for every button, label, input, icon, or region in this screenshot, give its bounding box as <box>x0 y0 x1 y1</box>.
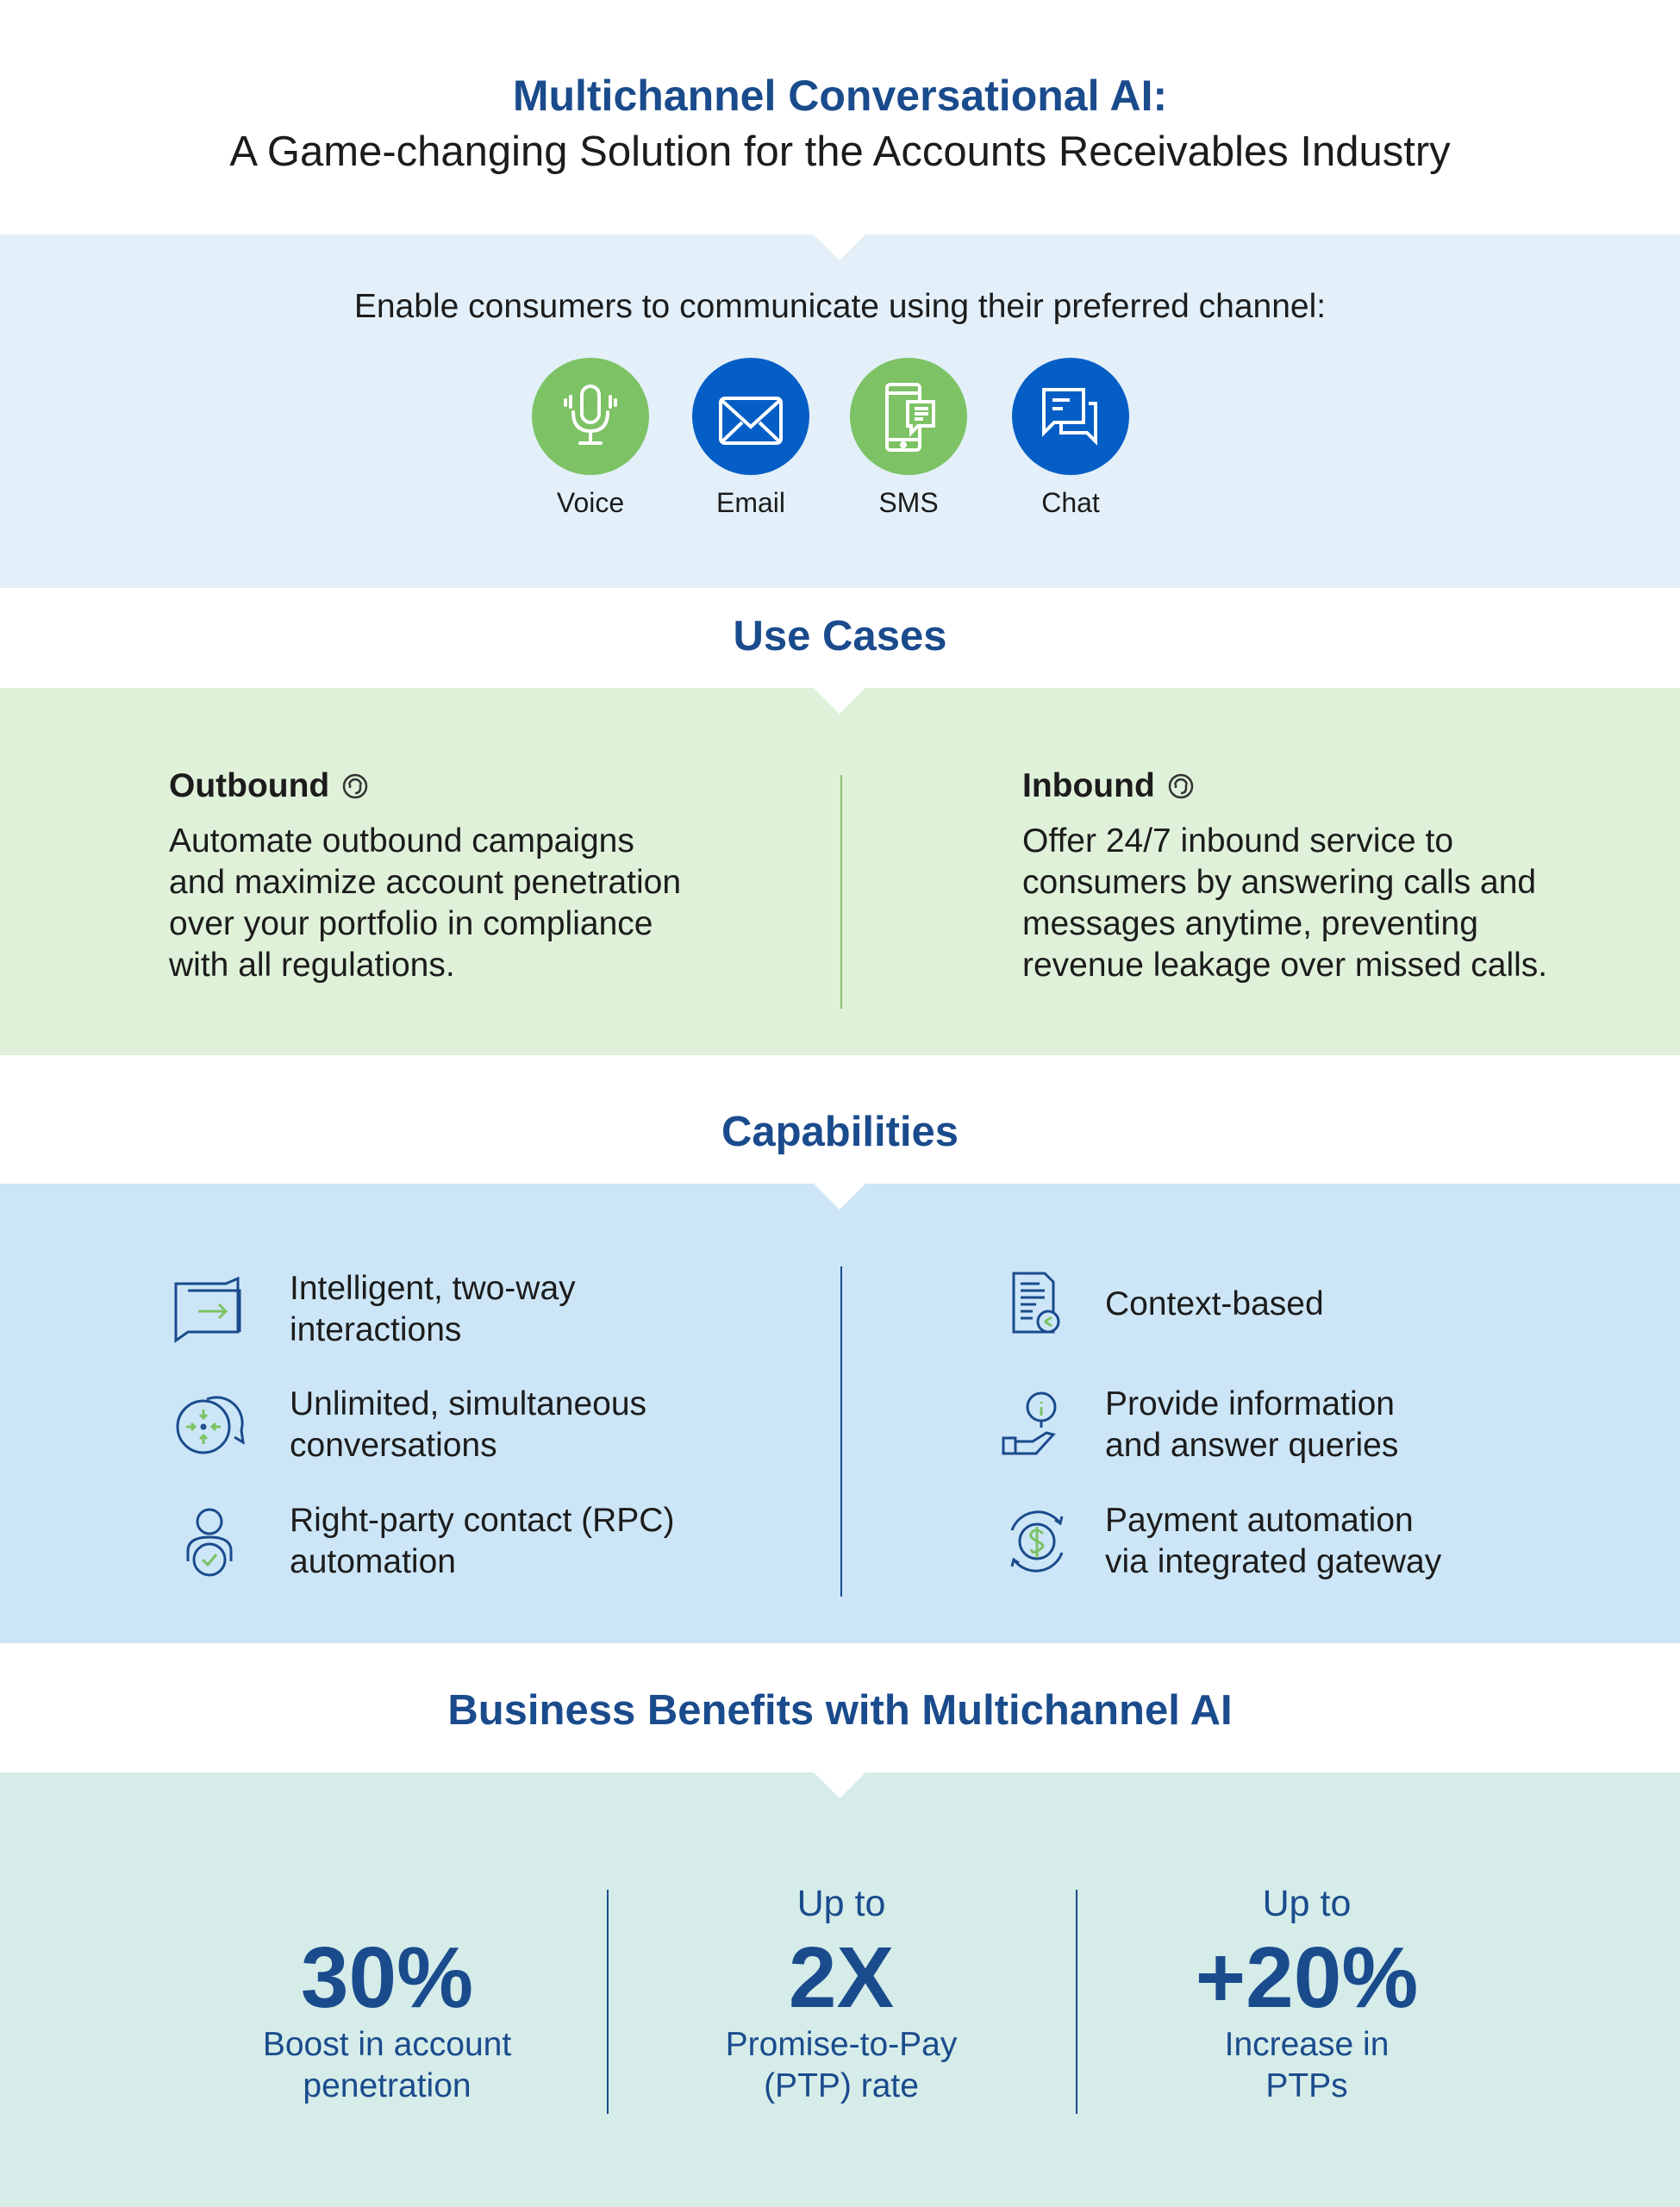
capability-text: via integrated gateway <box>1105 1543 1442 1580</box>
capability-text: interactions <box>290 1311 462 1348</box>
page-title: Multichannel Conversational AI: <box>512 72 1168 120</box>
benefits-heading: Business Benefits with Multichannel AI <box>447 1687 1233 1734</box>
benefit-item: Up to +20% Increase in PTPs <box>1126 1883 1488 2107</box>
divider <box>840 1266 842 1597</box>
benefit-label: penetration <box>303 2067 472 2104</box>
use-cases-section: Outbound Automate outbound campaigns and… <box>0 688 1680 1055</box>
headset-icon <box>1168 773 1194 799</box>
capability-text: Right-party contact (RPC) <box>290 1502 675 1539</box>
section-notch <box>814 234 865 260</box>
benefit-prefix: Up to <box>1262 1883 1352 1924</box>
outbound-title: Outbound <box>169 767 330 804</box>
benefit-value: 2X <box>788 1929 895 2026</box>
channels-section: Enable consumers to communicate using th… <box>0 234 1680 588</box>
channel-voice <box>532 358 649 475</box>
channel-sms <box>850 358 967 475</box>
phone-message-icon <box>885 383 935 452</box>
benefit-label: Boost in account <box>262 2026 512 2063</box>
benefit-item: Up to 2X Promise-to-Pay (PTP) rate <box>660 1883 1022 2107</box>
information-hand-icon <box>1002 1391 1057 1455</box>
divider <box>607 1890 609 2114</box>
verified-person-icon <box>186 1508 233 1577</box>
benefits-section: 30% Boost in account penetration Up to 2… <box>0 1772 1680 2207</box>
capability-text: Unlimited, simultaneous <box>290 1385 647 1422</box>
capability-item: Unlimited, simultaneous conversations <box>172 1384 646 1466</box>
capability-text: Provide information <box>1105 1385 1395 1422</box>
outbound-text: Automate outbound campaigns <box>169 822 634 860</box>
inbound-card: Inbound Offer 24/7 inbound service to co… <box>1022 767 1547 986</box>
capability-item: Intelligent, two-way interactions <box>172 1268 576 1351</box>
channel-email <box>692 358 809 475</box>
channels-intro: Enable consumers to communicate using th… <box>353 288 1327 325</box>
capability-item: Payment automation via integrated gateway <box>1000 1500 1441 1583</box>
channel-label: Email <box>715 487 785 518</box>
inbound-text: Offer 24/7 inbound service to <box>1022 822 1454 860</box>
microphone-icon <box>564 385 617 445</box>
channel-chat <box>1012 358 1129 475</box>
divider <box>1076 1890 1077 2114</box>
chat-bubbles-icon <box>1042 388 1097 446</box>
divider <box>840 775 842 1009</box>
inbound-text: consumers by answering calls and <box>1022 864 1537 901</box>
context-document-icon <box>1012 1272 1060 1334</box>
capability-text: conversations <box>290 1427 497 1464</box>
capability-item: Provide information and answer queries <box>1000 1384 1398 1466</box>
inbound-text: revenue leakage over missed calls. <box>1022 947 1548 984</box>
outbound-text: and maximize account penetration <box>169 864 682 901</box>
outbound-text: over your portfolio in compliance <box>169 905 653 942</box>
section-notch <box>814 1772 865 1798</box>
envelope-icon <box>719 397 783 445</box>
simultaneous-conversations-icon <box>176 1396 245 1454</box>
capabilities-heading: Capabilities <box>721 1109 959 1155</box>
capability-text: and answer queries <box>1105 1427 1399 1464</box>
capability-item: Context-based <box>1000 1270 1324 1339</box>
benefit-prefix: Up to <box>796 1883 886 1924</box>
section-notch <box>814 1184 865 1210</box>
use-cases-heading: Use Cases <box>733 613 947 660</box>
capability-text: automation <box>290 1543 456 1580</box>
capability-text: Payment automation <box>1105 1502 1414 1539</box>
channel-label: Chat <box>1041 487 1100 518</box>
benefit-label: Promise-to-Pay <box>725 2026 958 2063</box>
two-way-chat-icon <box>174 1276 241 1343</box>
page-subtitle: A Game-changing Solution for the Account… <box>229 128 1451 175</box>
capability-text: Intelligent, two-way <box>290 1270 576 1307</box>
payment-cycle-icon <box>1010 1510 1064 1572</box>
capability-text: Context-based <box>1105 1285 1324 1322</box>
benefit-label: Increase in <box>1224 2026 1390 2063</box>
inbound-text: messages anytime, preventing <box>1022 905 1478 942</box>
outbound-text: with all regulations. <box>169 947 455 984</box>
benefit-label: (PTP) rate <box>764 2067 919 2104</box>
benefit-value: +20% <box>1195 1929 1419 2026</box>
capability-item: Right-party contact (RPC) automation <box>172 1500 674 1583</box>
outbound-card: Outbound Automate outbound campaigns and… <box>169 767 681 986</box>
benefit-item: 30% Boost in account penetration <box>206 1883 568 2107</box>
channel-label: SMS <box>878 487 939 518</box>
benefit-prefix <box>206 1883 568 1931</box>
inbound-title: Inbound <box>1022 767 1155 804</box>
headset-icon <box>343 773 368 799</box>
section-notch <box>814 688 865 714</box>
capabilities-section: Intelligent, two-way interactions Unlimit… <box>0 1184 1680 1643</box>
channel-label: Voice <box>556 487 625 518</box>
benefit-value: 30% <box>300 1929 474 2026</box>
benefit-label: PTPs <box>1265 2067 1348 2104</box>
